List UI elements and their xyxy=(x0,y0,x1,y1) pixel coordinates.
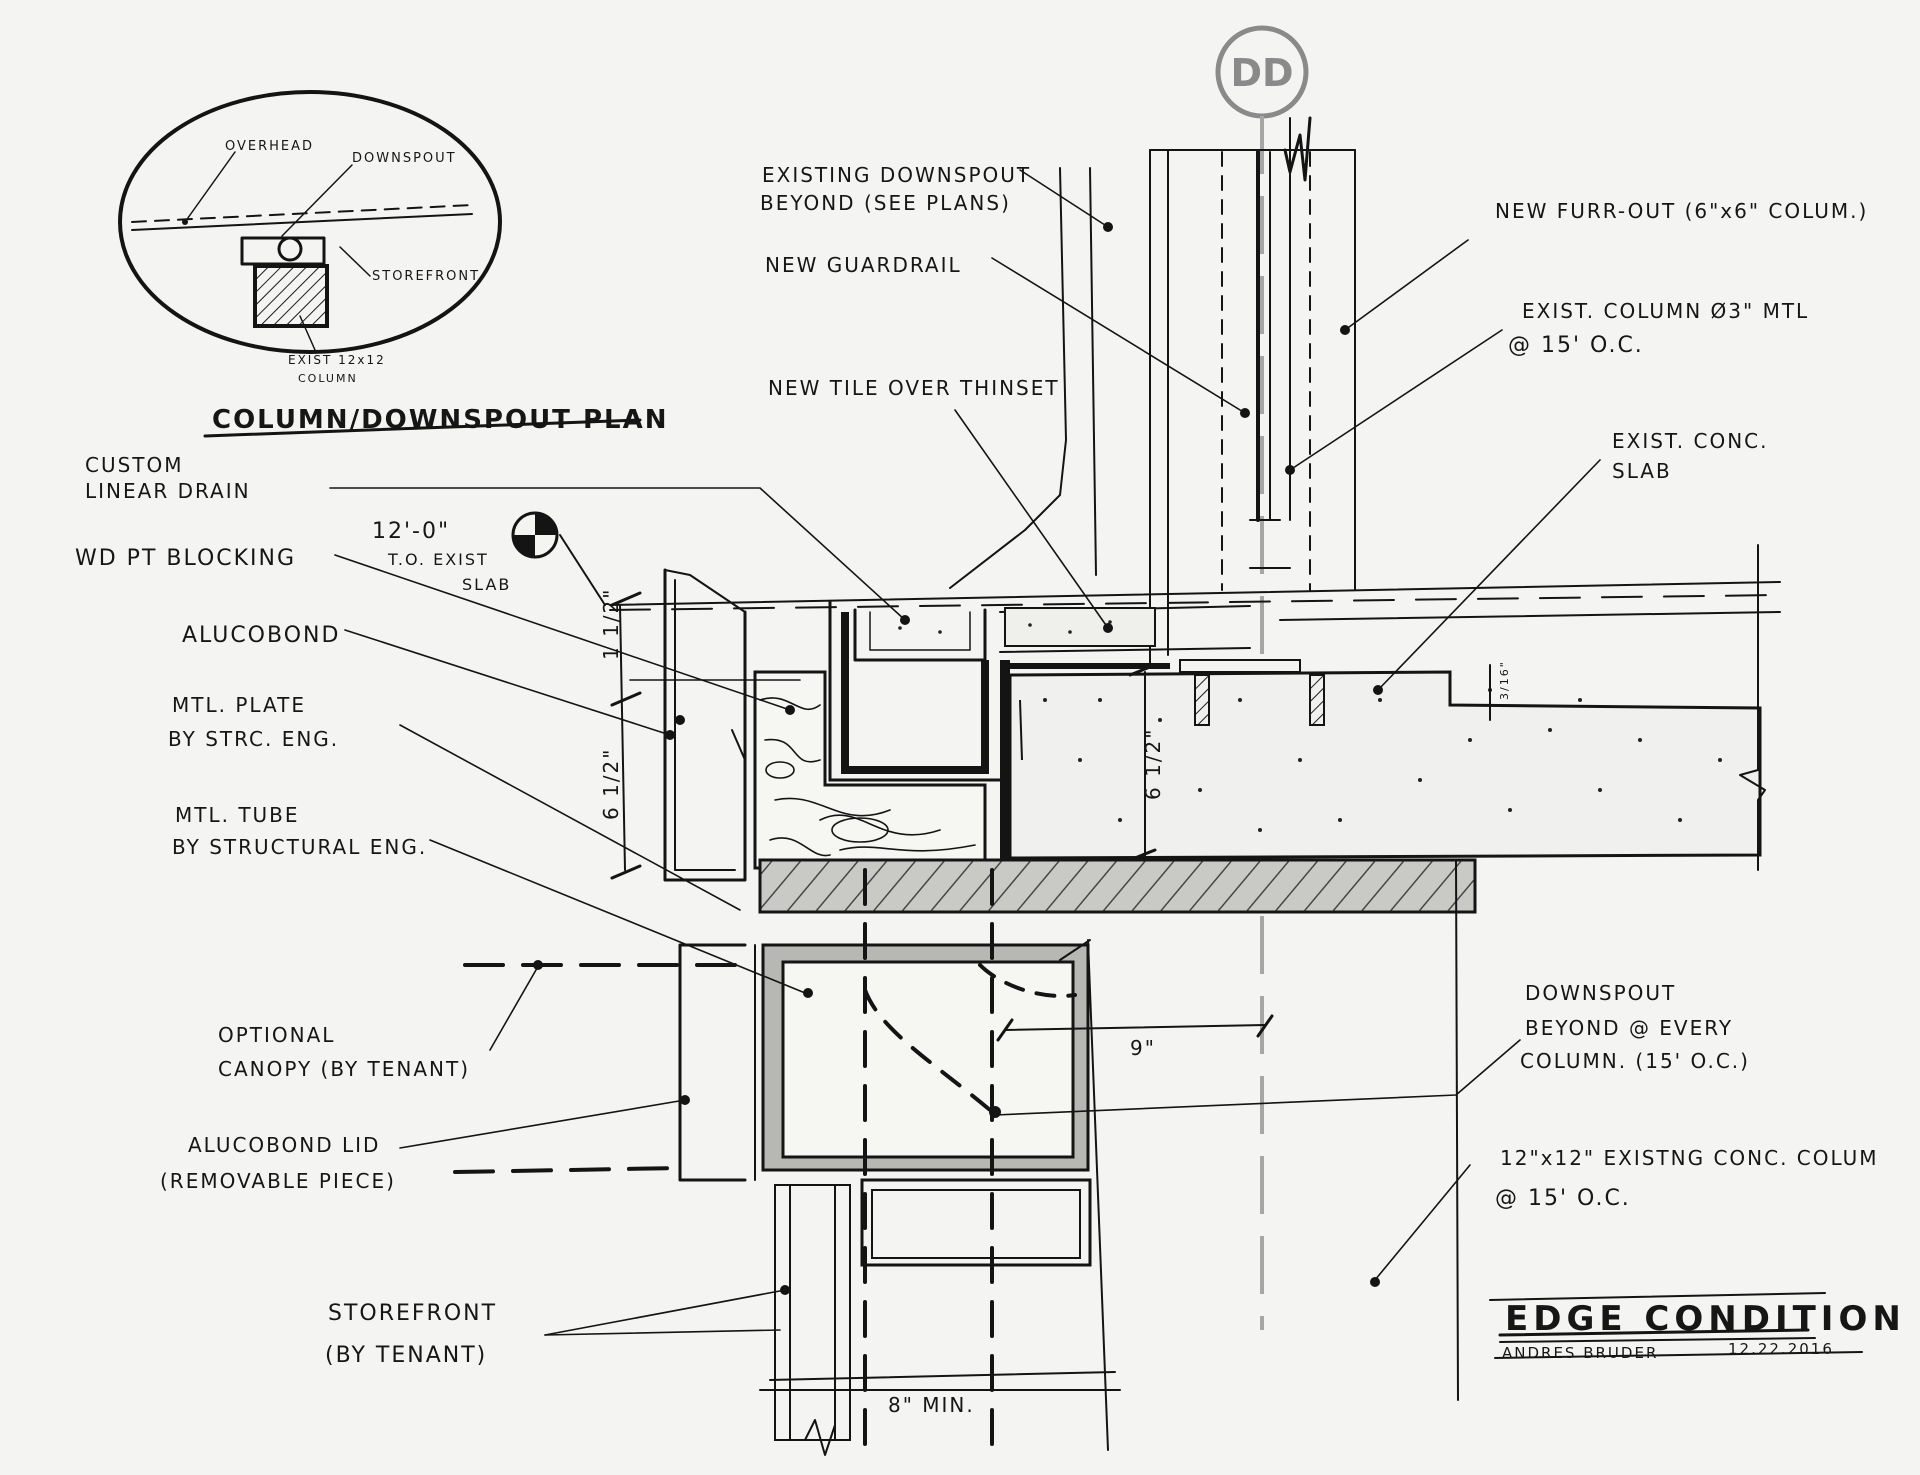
inset-title: COLUMN/DOWNSPOUT PLAN xyxy=(212,405,668,435)
dim-6-1-2-left: 6 1/2" xyxy=(599,748,623,820)
elevation-line-1: T.O. EXIST xyxy=(387,550,489,569)
leader-dots xyxy=(533,222,1383,1295)
top-annotations: EXISTING DOWNSPOUT BEYOND (SEE PLANS) NE… xyxy=(760,163,1060,400)
label-mtl-tube-1: MTL. TUBE xyxy=(175,803,300,827)
label-existing-downspout-2: BEYOND (SEE PLANS) xyxy=(760,191,1011,215)
downspout-symbol xyxy=(277,236,303,262)
drawing-author: ANDRES BRUDER xyxy=(1502,1344,1658,1362)
label-exist-conc-column-1: 12"x12" EXISTNG CONC. COLUM xyxy=(1500,1146,1879,1170)
elevation-line-2: SLAB xyxy=(462,575,511,594)
label-mtl-plate-1: MTL. PLATE xyxy=(172,693,306,717)
drawing-date: 12.22.2016 xyxy=(1728,1340,1834,1358)
alucobond-panel xyxy=(663,568,747,882)
label-mtl-plate-2: BY STRC. ENG. xyxy=(168,727,339,751)
alucobond-lid xyxy=(453,943,756,1182)
inset-plan: OVERHEAD DOWNSPOUT STOREFRONT EXIST 12x1… xyxy=(118,90,668,438)
break-line-right xyxy=(1739,544,1766,871)
title-block: EDGE CONDITION ANDRES BRUDER 12.22.2016 xyxy=(1489,1292,1901,1362)
inset-storefront-label: STOREFRONT xyxy=(372,269,480,284)
label-downspout-beyond-3: COLUMN. (15' O.C.) xyxy=(1520,1049,1750,1073)
label-storefront-2: (BY TENANT) xyxy=(325,1343,487,1368)
dim-1-1-2: 1 1/2" xyxy=(599,588,623,660)
label-existing-downspout-1: EXISTING DOWNSPOUT xyxy=(762,163,1031,187)
guardrail-outline xyxy=(949,167,1067,589)
dim-8-min: 8" MIN. xyxy=(888,1393,975,1417)
existing-slab xyxy=(609,544,1781,871)
leader-lines xyxy=(329,169,1601,1336)
inset-circle xyxy=(118,90,502,354)
label-exist-conc-column-2: @ 15' O.C. xyxy=(1495,1186,1631,1211)
label-optional-canopy-2: CANOPY (BY TENANT) xyxy=(218,1057,470,1081)
inset-column-label-2: COLUMN xyxy=(298,372,358,385)
label-exist-conc-slab-2: SLAB xyxy=(1612,459,1672,483)
tile-over-thinset xyxy=(1004,607,1156,647)
concrete-slab xyxy=(1008,670,1762,860)
label-wd-pt-blocking: WD PT BLOCKING xyxy=(75,546,296,571)
inset-overhead-label: OVERHEAD xyxy=(225,139,314,154)
mtl-tube xyxy=(761,939,1109,1451)
linear-drain xyxy=(853,607,1156,662)
label-storefront-1: STOREFRONT xyxy=(328,1301,497,1326)
label-alucobond-lid-1: ALUCOBOND LID xyxy=(188,1133,380,1157)
label-mtl-tube-2: BY STRUCTURAL ENG. xyxy=(172,835,427,859)
label-optional-canopy-1: OPTIONAL xyxy=(218,1023,335,1047)
right-annotations: NEW FURR-OUT (6"x6" COLUM.) EXIST. COLUM… xyxy=(1495,199,1879,1211)
inset-downspout-label: DOWNSPOUT xyxy=(352,151,457,166)
wood-blocking xyxy=(753,670,987,870)
label-new-furr-out: NEW FURR-OUT (6"x6" COLUM.) xyxy=(1495,199,1868,223)
downspout-beyond xyxy=(863,868,1077,1462)
column-symbol xyxy=(253,264,329,328)
dim-6-1-2-right: 6 1/2" xyxy=(1141,728,1165,800)
left-annotations: CUSTOM LINEAR DRAIN WD PT BLOCKING ALUCO… xyxy=(75,453,497,1368)
dim-9: 9" xyxy=(1130,1036,1156,1060)
label-new-guardrail: NEW GUARDRAIL xyxy=(765,253,962,277)
label-alucobond: ALUCOBOND xyxy=(182,623,340,648)
label-custom-linear-drain-1: CUSTOM xyxy=(85,453,184,477)
furr-out-column xyxy=(1149,116,1356,669)
elevation-marker: 12'-0" T.O. EXIST SLAB xyxy=(372,511,606,606)
inset-title-underline xyxy=(203,418,642,438)
label-alucobond-lid-2: (REMOVABLE PIECE) xyxy=(160,1169,396,1193)
elevation-value: 12'-0" xyxy=(372,519,450,544)
inset-column-label-1: EXIST 12x12 xyxy=(288,353,386,367)
overhead-line-2 xyxy=(131,213,473,231)
label-exist-conc-slab-1: EXIST. CONC. xyxy=(1612,429,1768,453)
existing-column-edge xyxy=(1455,859,1459,1401)
storefront-below xyxy=(759,1178,1121,1456)
grid-bubble-label: DD xyxy=(1230,51,1293,95)
label-downspout-beyond-2: BEYOND @ EVERY xyxy=(1525,1016,1733,1040)
label-exist-column-2: @ 15' O.C. xyxy=(1508,333,1644,358)
dimensions: 1 1/2" 6 1/2" 6 1/2" 9" 8" MIN. 3/16" xyxy=(599,588,1511,1417)
break-line-top xyxy=(1283,116,1312,182)
label-downspout-beyond-1: DOWNSPOUT xyxy=(1525,981,1676,1005)
overhead-line xyxy=(131,204,473,223)
label-exist-column-1: EXIST. COLUMN Ø3" MTL xyxy=(1522,299,1809,323)
label-new-tile: NEW TILE OVER THINSET xyxy=(768,376,1060,400)
dim-3-16: 3/16" xyxy=(1498,660,1511,700)
edge-assembly xyxy=(663,568,1170,882)
label-custom-linear-drain-2: LINEAR DRAIN xyxy=(85,479,251,503)
